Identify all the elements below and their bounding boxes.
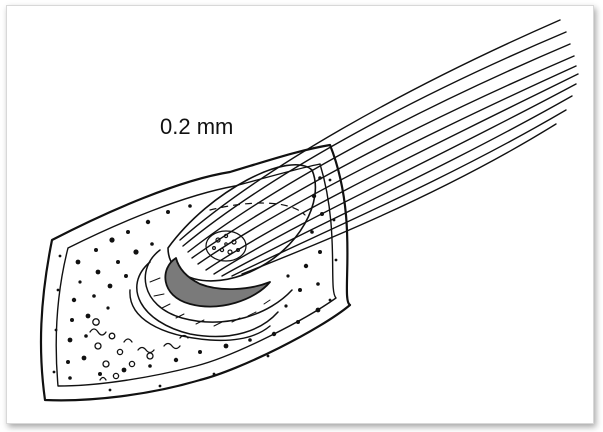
tissue-slab-inner-border: [56, 164, 336, 386]
fiber-bundle: [180, 20, 578, 276]
tissue-slab-outer: [41, 145, 350, 400]
scale-label: 0.2 mm: [160, 114, 233, 140]
